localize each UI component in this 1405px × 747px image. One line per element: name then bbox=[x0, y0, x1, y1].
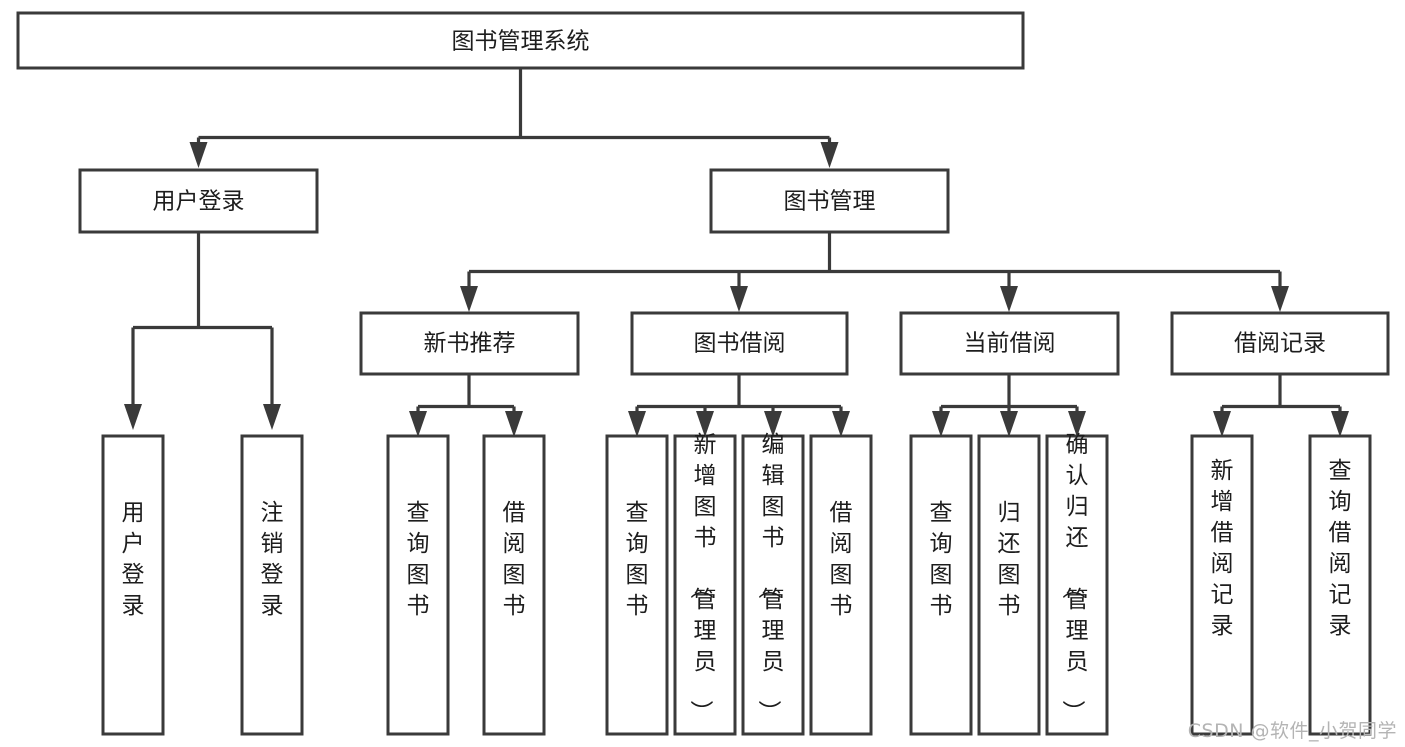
node-borrow-record[interactable]: 借阅记录 bbox=[1170, 311, 1390, 376]
connector-current-to-leaves bbox=[932, 374, 1086, 437]
node-user-login-label: 用户登录 bbox=[153, 189, 245, 215]
node-leaf-edit-book[interactable]: 编辑图书（管理员） bbox=[741, 432, 805, 736]
node-root-label: 图书管理系统 bbox=[452, 29, 590, 55]
arrow-icon bbox=[409, 411, 427, 437]
node-leaf-query-record-label: 查询借阅记录 bbox=[1329, 458, 1352, 639]
node-book-manage-label: 图书管理 bbox=[784, 189, 876, 215]
arrow-icon bbox=[124, 404, 142, 430]
arrow-icon bbox=[1331, 411, 1349, 437]
node-leaf-query-book-1-label: 查询图书 bbox=[407, 500, 430, 619]
node-leaf-add-record[interactable]: 新增借阅记录 bbox=[1190, 434, 1254, 736]
connector-borrow-to-leaves bbox=[628, 374, 850, 437]
connector-record-to-leaves bbox=[1213, 374, 1349, 437]
node-leaf-add-book-label: 新增图书（管理员） bbox=[688, 432, 717, 723]
node-leaf-query-record[interactable]: 查询借阅记录 bbox=[1308, 434, 1372, 736]
connector-bookmanage-to-level3 bbox=[460, 232, 1289, 312]
arrow-icon bbox=[820, 142, 839, 168]
arrow-icon bbox=[460, 286, 478, 312]
node-book-manage[interactable]: 图书管理 bbox=[709, 168, 950, 234]
node-leaf-query-book-3[interactable]: 查询图书 bbox=[909, 434, 973, 736]
node-leaf-return-book-label: 归还图书 bbox=[998, 500, 1021, 619]
arrow-icon bbox=[189, 142, 208, 168]
node-book-borrow[interactable]: 图书借阅 bbox=[630, 311, 849, 376]
arrow-icon bbox=[1000, 411, 1018, 437]
node-new-book-recommend[interactable]: 新书推荐 bbox=[359, 311, 580, 376]
arrow-icon bbox=[505, 411, 523, 437]
arrow-icon bbox=[263, 404, 281, 430]
arrow-icon bbox=[1000, 286, 1018, 312]
node-leaf-user-logout-label: 注销登录 bbox=[261, 500, 284, 619]
arrow-icon bbox=[730, 286, 748, 312]
node-borrow-record-label: 借阅记录 bbox=[1234, 331, 1326, 357]
arrow-icon bbox=[1213, 411, 1231, 437]
arrow-icon bbox=[628, 411, 646, 437]
connector-userlogin-to-leaves bbox=[124, 232, 281, 430]
node-leaf-borrow-book-2[interactable]: 借阅图书 bbox=[809, 434, 873, 736]
node-leaf-query-book-1[interactable]: 查询图书 bbox=[386, 434, 450, 736]
node-leaf-add-book[interactable]: 新增图书（管理员） bbox=[673, 432, 737, 736]
node-leaf-edit-book-label: 编辑图书（管理员） bbox=[756, 432, 785, 723]
node-leaf-borrow-book-2-label: 借阅图书 bbox=[830, 500, 853, 619]
node-leaf-confirm-return-label: 确认归还（管理员） bbox=[1060, 432, 1089, 723]
node-book-borrow-label: 图书借阅 bbox=[694, 331, 786, 357]
node-leaf-add-record-label: 新增借阅记录 bbox=[1211, 458, 1234, 639]
node-current-borrow[interactable]: 当前借阅 bbox=[899, 311, 1120, 376]
node-user-login[interactable]: 用户登录 bbox=[78, 168, 319, 234]
node-leaf-query-book-2[interactable]: 查询图书 bbox=[605, 434, 669, 736]
node-leaf-user-login-label: 用户登录 bbox=[122, 500, 145, 619]
connector-recommend-to-leaves bbox=[409, 374, 523, 437]
arrow-icon bbox=[932, 411, 950, 437]
connector-root-to-level2 bbox=[189, 68, 839, 168]
node-root[interactable]: 图书管理系统 bbox=[16, 11, 1025, 70]
node-current-borrow-label: 当前借阅 bbox=[964, 331, 1056, 357]
arrow-icon bbox=[832, 411, 850, 437]
csdn-watermark: CSDN @软件_小贺同学 bbox=[1187, 720, 1397, 742]
node-leaf-return-book[interactable]: 归还图书 bbox=[977, 434, 1041, 736]
node-leaf-borrow-book-1[interactable]: 借阅图书 bbox=[482, 434, 546, 736]
node-leaf-borrow-book-1-label: 借阅图书 bbox=[503, 500, 526, 619]
arrow-icon bbox=[1271, 286, 1289, 312]
node-leaf-query-book-3-label: 查询图书 bbox=[930, 500, 953, 619]
node-leaf-user-login[interactable]: 用户登录 bbox=[101, 434, 165, 736]
node-leaf-user-logout[interactable]: 注销登录 bbox=[240, 434, 304, 736]
node-leaf-confirm-return[interactable]: 确认归还（管理员） bbox=[1045, 432, 1109, 736]
node-leaf-query-book-2-label: 查询图书 bbox=[626, 500, 649, 619]
node-new-book-recommend-label: 新书推荐 bbox=[424, 331, 516, 357]
